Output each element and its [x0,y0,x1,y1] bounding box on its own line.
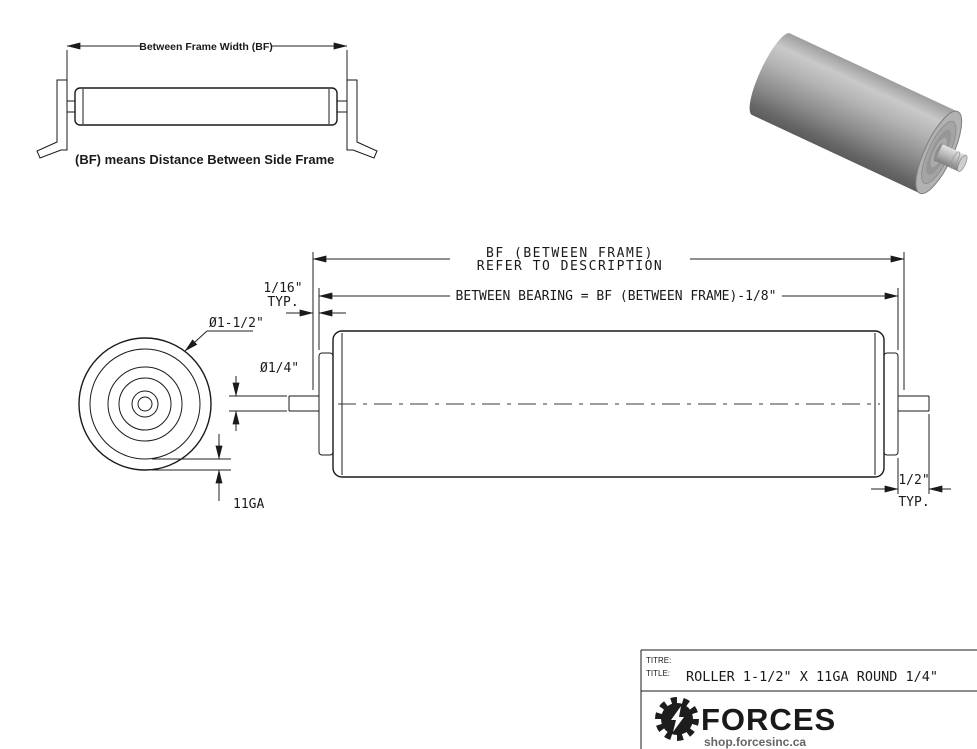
roller-3d-shaft [934,144,968,173]
title-block: TITRE: TITLE: ROLLER 1-1/2" X 11GA ROUND… [640,649,977,749]
roller-diameter-label: Ø1-1/2" [209,316,264,331]
roller-3d-body [752,33,958,194]
bf-label-line2: REFER TO DESCRIPTION [477,259,664,274]
roller-side-view [288,330,930,478]
right-bearing-cap [883,352,899,456]
title-label: TITLE: [646,669,670,678]
shaft-diameter-label: Ø1/4" [260,361,299,376]
inset-dimension: Between Frame Width (BF) [66,41,348,80]
left-shaft [288,395,319,412]
roller-end-view [78,337,212,471]
shaft-ext-typ-label: TYP. [898,495,929,510]
bf-dimension: BF (BETWEEN FRAME) REFER TO DESCRIPTION [312,246,905,390]
between-bearing-dimension: BETWEEN BEARING = BF (BETWEEN FRAME)-1/8… [318,288,899,350]
lightning-bolt-icon [671,706,684,732]
drawing-title: ROLLER 1-1/2" X 11GA ROUND 1/4" [686,669,938,685]
left-bearing-cap [318,352,334,456]
inset-dim-label: Between Frame Width (BF) [139,41,273,53]
brand-name: FORCES [701,702,836,737]
left-side-frame [36,79,68,159]
right-side-frame [346,79,378,159]
shaft-ext-label: 1/2" [898,473,929,488]
shaft-diameter-dimension: Ø1/4" [229,361,299,431]
shaft-extension-dimension: 1/2" TYP. [871,414,951,510]
between-bearing-label: BETWEEN BEARING = BF (BETWEEN FRAME)-1/8… [456,289,777,304]
gear-icon [655,697,699,741]
inset-caption: (BF) means Distance Between Side Frame [75,152,334,167]
gap-typ-label: TYP. [267,295,298,310]
side-frames [36,79,378,159]
titre-label: TITRE: [646,656,671,665]
wall-gauge-label: 11GA [233,497,264,512]
inset-roller [67,87,347,126]
gap-dim-label: 1/16" [263,281,302,296]
gap-dimension: 1/16" TYP. [263,281,346,317]
roller-diameter-callout: Ø1-1/2" [184,316,264,352]
bf-label-line1: BF (BETWEEN FRAME) [486,246,654,261]
brand-website[interactable]: shop.forcesinc.ca [704,735,806,749]
main-drawing: Ø1-1/2" Ø1/4" 11GA [78,246,951,512]
right-shaft [898,395,930,412]
frame-width-inset: Between Frame Width (BF) (BF) means Dist… [36,41,378,167]
wall-gauge-dimension: 11GA [152,434,264,512]
roller-3d-image [749,33,968,195]
